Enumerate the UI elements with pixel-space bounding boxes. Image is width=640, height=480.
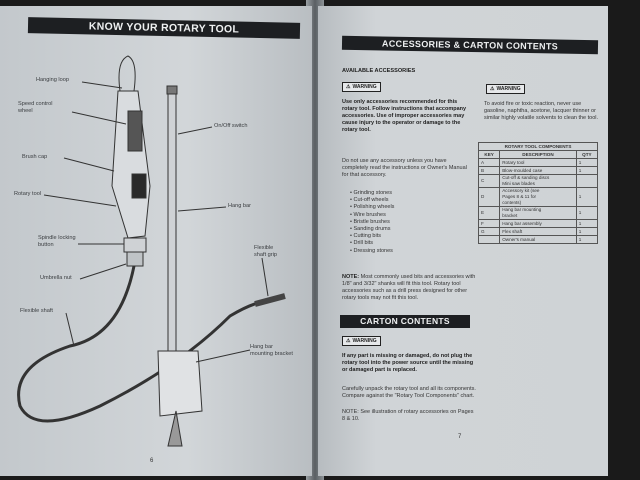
do-not-use-text: Do not use any accessory unless you have… [342,158,467,178]
carton-unpack-text: Carefully unpack the rotary tool and all… [342,386,476,399]
warning-box-1: ⚠WARNING [342,82,381,92]
cell: 1 [575,158,599,167]
table-header: KEY [477,150,501,159]
list-item: Dressing stones [350,248,394,255]
warning-icon: ⚠ [346,84,351,90]
cell [575,174,599,188]
flexible-shaft-shape [17,265,271,423]
list-item: Drill bits [350,240,394,247]
list-item: Polishing wheels [350,204,394,211]
cell: G [477,227,501,236]
label-umbrella-nut: Umbrella nut [40,275,72,281]
list-item: Cut-off wheels [350,197,394,204]
cell: Rotary tool [499,158,577,167]
components-table: ROTARY TOOL COMPONENTS KEY DESCRIPTION Q… [477,142,599,244]
left-page: KNOW YOUR ROTARY TOOL [0,6,312,476]
solvent-warning-text: To avoid fire or toxic reaction, never u… [484,101,599,121]
table-header: QTY [575,150,599,159]
page-number-right: 7 [458,434,462,440]
flexible-shaft-grip-shape [254,293,286,307]
cell: D [477,187,501,207]
label-flexible-shaft-grip: Flexible shaft grip [254,245,278,258]
cell: C [477,174,501,188]
cell: B [477,166,501,175]
cell: E [477,206,501,220]
hang-bar-top [166,85,178,95]
cell: Cut-off & sanding discs Mini saw blades [499,174,577,188]
warning-label-1: WARNING [352,84,377,90]
warning-box-2: ⚠WARNING [342,336,381,346]
label-hang-bar-bracket: Hang bar mounting bracket [250,344,293,357]
page-title-right: ACCESSORIES & CARTON CONTENTS [341,35,599,55]
carton-contents-title: CARTON CONTENTS [340,315,470,328]
tool-label-plate [131,173,147,199]
warning-text-1: Use only accessories recommended for thi… [342,99,467,133]
warning-label-2: WARNING [352,338,377,344]
table-header: DESCRIPTION [499,150,577,159]
cell: Flex shaft [499,227,577,236]
available-accessories-heading: AVAILABLE ACCESSORIES [342,68,416,74]
cell: 1 [575,187,599,207]
hang-bar-shape [167,90,177,362]
note-body: Most commonly used bits and accessories … [342,274,476,301]
note-label: NOTE: [342,274,360,280]
cell: 1 [575,219,599,228]
list-item: Grinding stones [350,190,394,197]
label-rotary-tool: Rotary tool [14,191,42,197]
label-brush-cap: Brush cap [22,154,48,160]
cell: 1 [575,227,599,236]
table-title: ROTARY TOOL COMPONENTS [478,142,598,151]
cell: A [477,158,501,167]
cell: 1 [575,235,599,244]
hanging-loop-shape [118,55,136,92]
label-hanging-loop: Hanging loop [36,77,69,83]
label-on-off-switch: On/Off switch [214,123,248,129]
label-hang-bar: Hang bar [228,203,252,209]
cell: Accessory kit (see Pages 8 & 11 for cont… [499,187,577,207]
list-item: Sanding drums [350,226,394,233]
warning-box-3: ⚠WARNING [486,84,525,94]
cell: F [477,219,501,228]
label-speed-control: Speed control wheel [18,101,53,114]
cell: Hang bar assembly [499,219,577,228]
list-item: Wire brushes [350,212,394,219]
right-page: ACCESSORIES & CARTON CONTENTS AVAILABLE … [318,6,608,476]
umbrella-nut-shape [126,251,144,267]
note-text: NOTE: Most commonly used bits and access… [342,274,478,302]
cell: 1 [575,166,599,175]
bracket-clamp [167,410,183,447]
mounting-bracket-shape [157,350,203,417]
cell: Hang bar mounting bracket [499,206,577,220]
page-number-left: 6 [150,458,154,464]
cell: Blow-moulded case [499,166,577,175]
warning-icon: ⚠ [490,86,495,92]
list-item: Cutting bits [350,233,394,240]
speed-control-wheel [127,110,143,152]
cell: 1 [575,206,599,220]
carton-note-text: NOTE: See illustration of rotary accesso… [342,409,474,422]
warning-icon: ⚠ [346,338,351,344]
spindle-collar [123,237,147,253]
label-flexible-shaft: Flexible shaft [20,308,53,314]
label-spindle-lock: Spindle locking button [38,235,76,248]
cell [477,235,501,244]
accessories-list: Grinding stones Cut-off wheels Polishing… [350,190,394,255]
carton-warning-text: If any part is missing or damaged, do no… [342,353,474,373]
cell: Owner's manual [499,235,577,244]
rotary-tool-illustration [17,55,286,447]
list-item: Bristle brushes [350,219,394,226]
warning-label-3: WARNING [496,86,521,92]
